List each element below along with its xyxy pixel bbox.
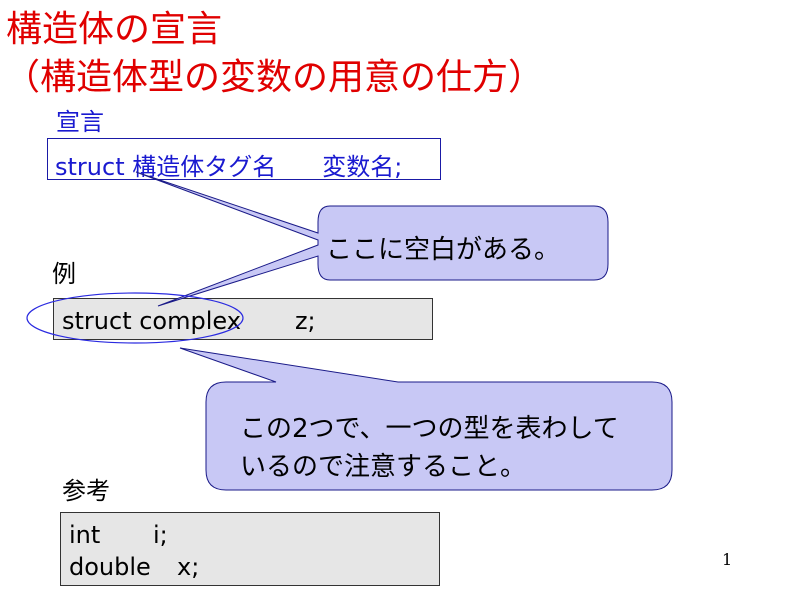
example-variable: z; xyxy=(294,307,316,335)
example-keyword-type: struct complex xyxy=(62,307,241,335)
struct-complex-highlight-ellipse xyxy=(26,292,244,344)
reference-double-var: x; xyxy=(177,553,200,581)
reference-int-var: i; xyxy=(153,521,168,549)
slide-title-line-1: 構造体の宣言 xyxy=(6,9,223,50)
example-heading: 例 xyxy=(52,260,76,288)
callout-space-text: ここに空白がある。 xyxy=(326,235,561,265)
callout-type-bubble xyxy=(179,347,673,491)
reference-code-box: int i; double x; xyxy=(60,512,440,586)
callout-space-bubble xyxy=(135,171,609,307)
reference-heading: 参考 xyxy=(62,477,110,505)
declaration-variable: 変数名; xyxy=(322,153,403,181)
callout-type-text-line-1: この2つで、一つの型を表わして xyxy=(240,414,619,444)
page-number: 1 xyxy=(722,550,733,569)
declaration-code-box: struct 構造体タグ名 変数名; xyxy=(47,138,441,181)
reference-double-type: double xyxy=(69,553,151,581)
reference-line-int: int i; xyxy=(69,519,439,551)
declaration-heading: 宣言 xyxy=(56,108,104,136)
callout-type-text-line-2: いるので注意すること。 xyxy=(240,452,527,482)
declaration-tag: 構造体タグ名 xyxy=(132,153,277,181)
reference-line-double: double x; xyxy=(69,551,439,583)
slide-title-line-2: （構造体型の変数の用意の仕方） xyxy=(4,57,545,98)
declaration-keyword: struct xyxy=(55,153,125,181)
reference-int-type: int xyxy=(69,521,101,549)
